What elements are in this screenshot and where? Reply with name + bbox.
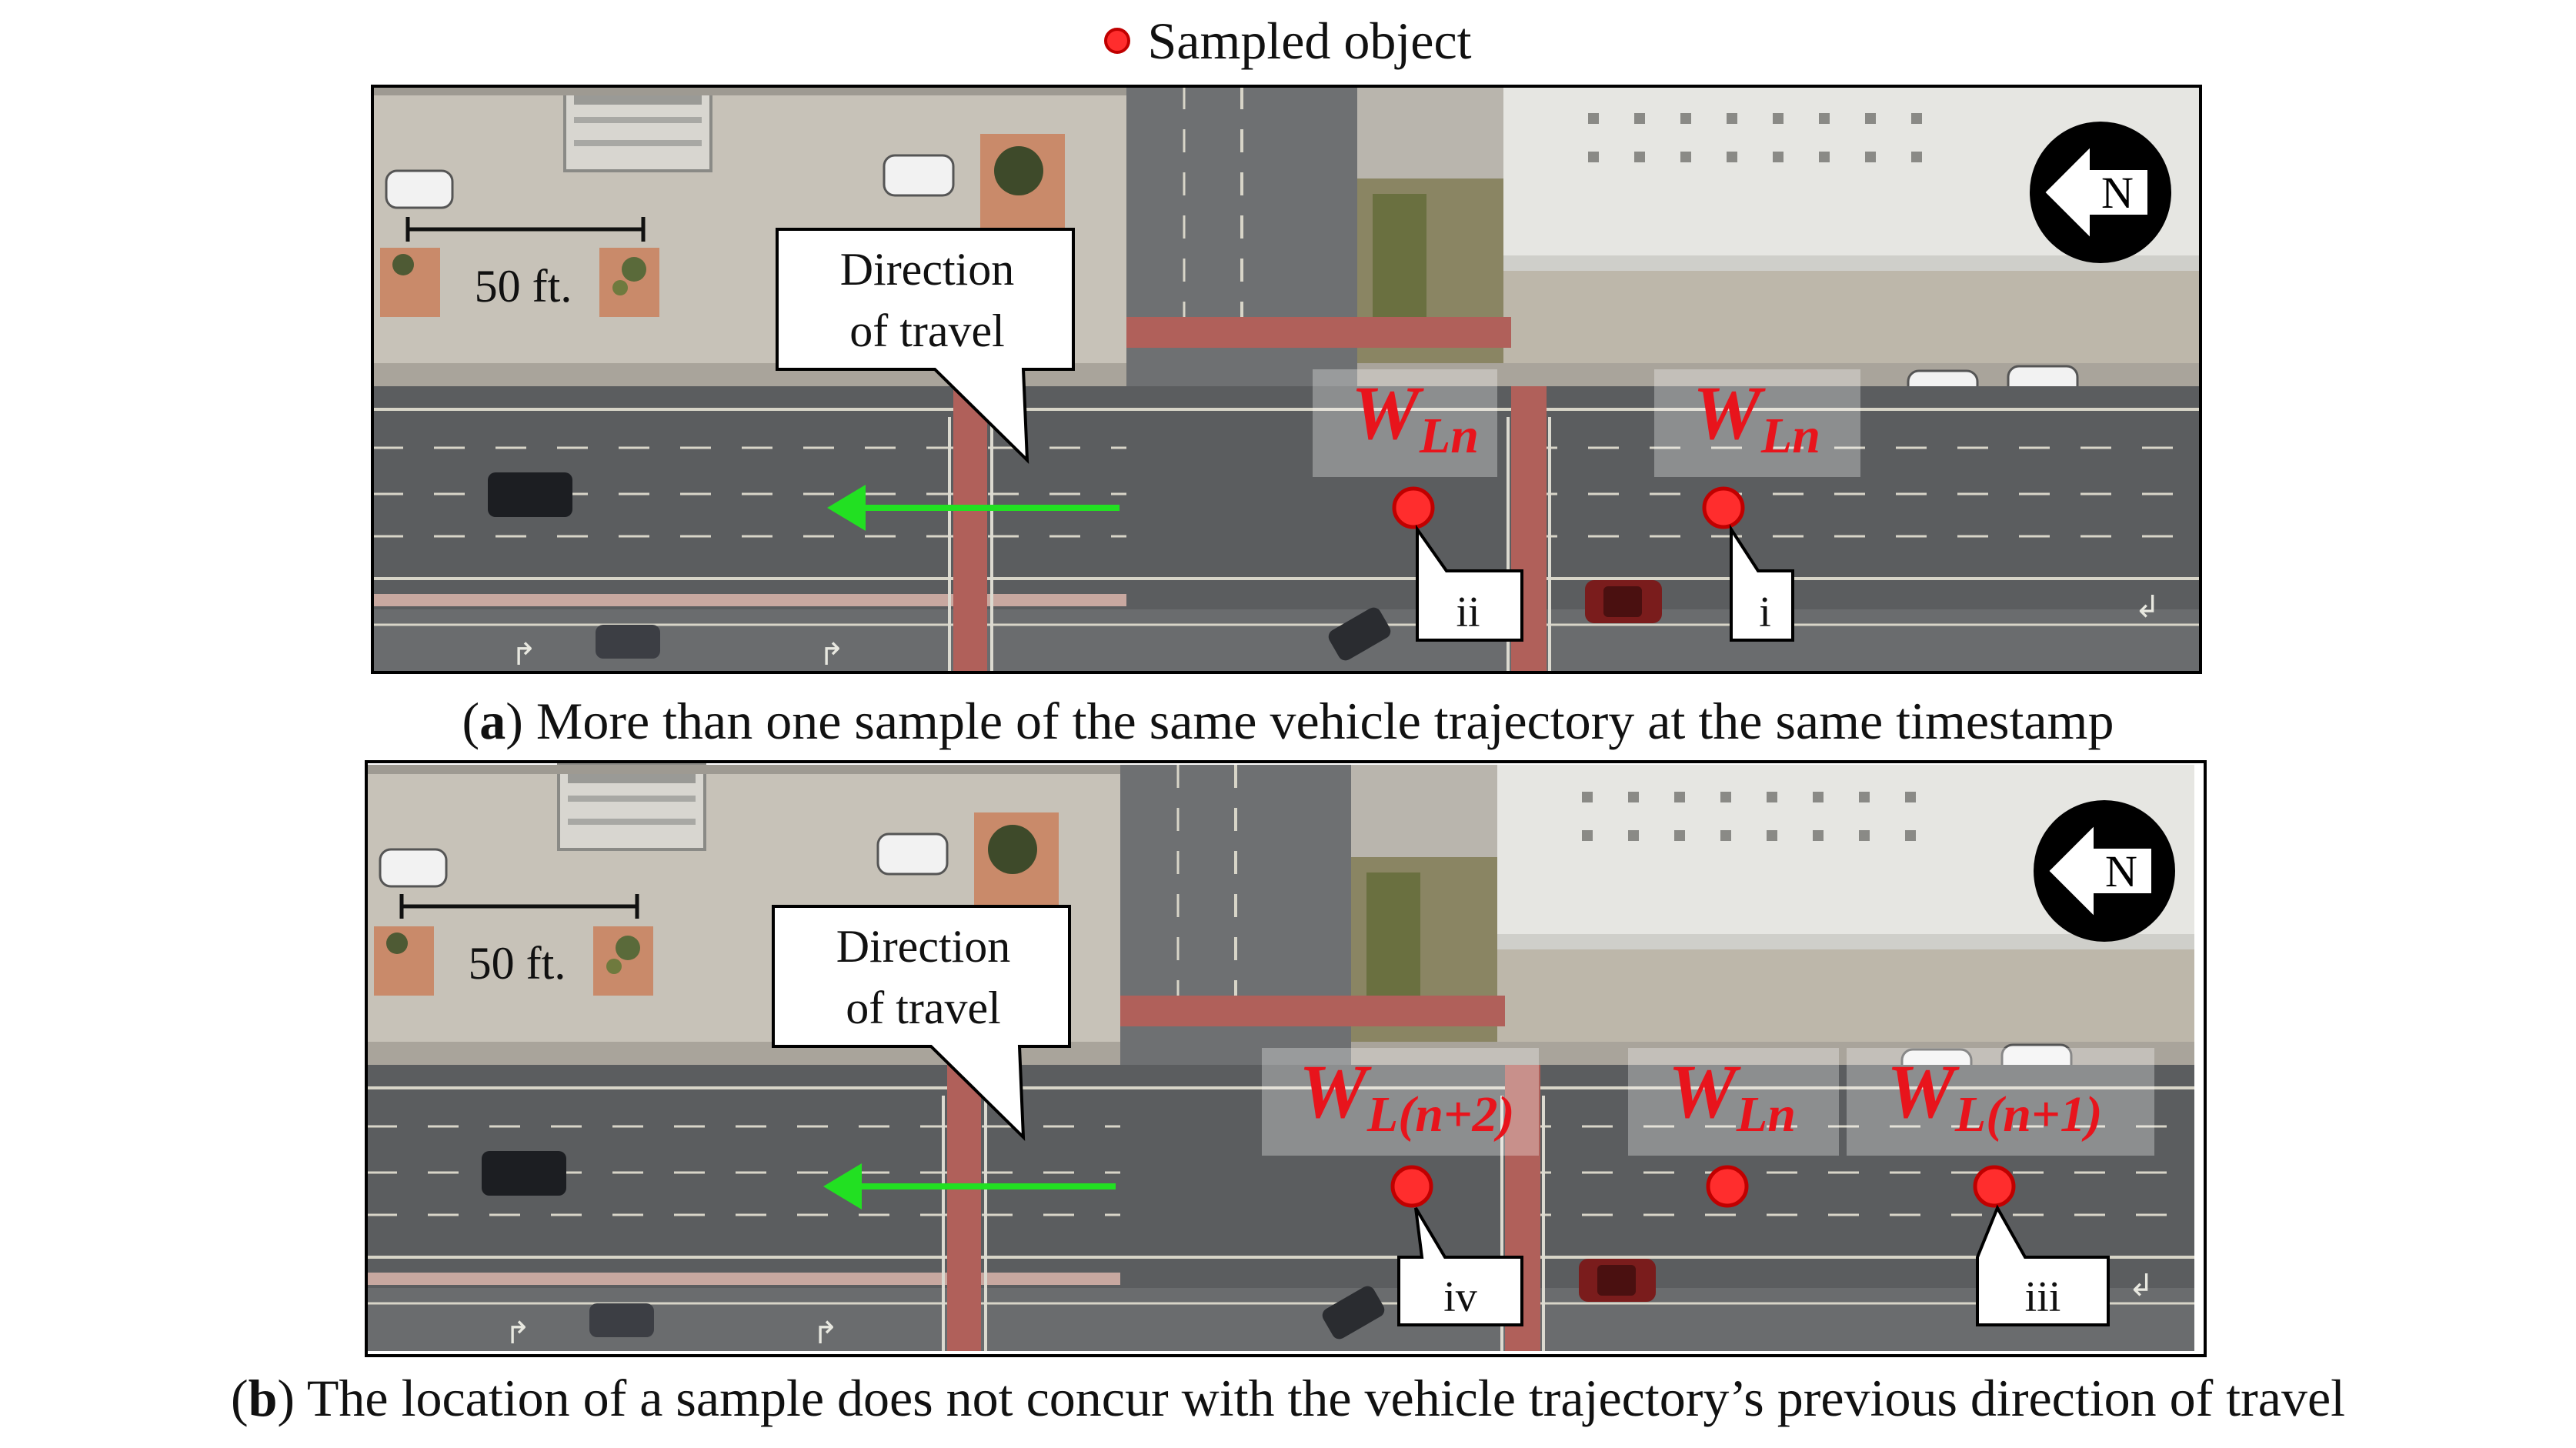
sample-label-a-2: WLn xyxy=(1654,369,1860,477)
label-main-a-2: W xyxy=(1693,370,1766,455)
caption-text-a: More than one sample of the same vehicle… xyxy=(536,692,2114,750)
north-label-b: N xyxy=(2105,846,2137,896)
label-main-b-2: W xyxy=(1668,1049,1741,1134)
sample-dot-iv xyxy=(1390,1165,1433,1208)
caption-letter-b: b xyxy=(248,1369,278,1427)
label-sub-b-2: Ln xyxy=(1736,1086,1796,1143)
marker-label-iv: iv xyxy=(1443,1273,1477,1321)
scale-label-b: 50 ft. xyxy=(469,938,566,989)
sample-label-a-1: WLn xyxy=(1313,369,1497,477)
sample-dot-n xyxy=(1706,1165,1749,1208)
label-sub-b-1: L(n+2) xyxy=(1366,1086,1515,1143)
legend-label: Sampled object xyxy=(1147,11,1472,70)
panel-b: 50 ft. Direction of travel N xyxy=(365,760,2207,1357)
sample-label-b-3: WL(n+1) xyxy=(1847,1048,2154,1156)
label-sub-b-3: L(n+1) xyxy=(1954,1086,2103,1143)
sample-label-b-1: WL(n+2) xyxy=(1262,1048,1539,1156)
sample-label-b-2: WLn xyxy=(1628,1048,1839,1156)
svg-text:WLn: WLn xyxy=(1668,1049,1796,1143)
sample-dot-ii xyxy=(1392,486,1435,529)
direction-callout-b: Direction of travel xyxy=(772,905,1071,1141)
north-compass-b: N xyxy=(2033,799,2176,943)
direction-callout-a: Direction of travel xyxy=(776,228,1075,464)
sampled-object-dot xyxy=(1104,28,1131,54)
north-label-a: N xyxy=(2101,168,2134,218)
direction-line1-b: Direction xyxy=(836,921,1011,972)
direction-line2-b: of travel xyxy=(846,983,1001,1033)
marker-callout-ii: ii xyxy=(1416,524,1523,642)
label-sub-a-2: Ln xyxy=(1760,408,1820,464)
svg-text:WLn: WLn xyxy=(1351,370,1479,464)
svg-text:WL(n+1): WL(n+1) xyxy=(1887,1049,2103,1143)
marker-label-i: i xyxy=(1759,589,1771,636)
scale-bar-b: 50 ft. xyxy=(399,894,639,989)
svg-text:WLn: WLn xyxy=(1693,370,1820,464)
sample-dot-i xyxy=(1702,486,1745,529)
direction-arrow-b xyxy=(823,1163,1116,1209)
direction-line2-a: of travel xyxy=(849,305,1005,356)
caption-a: (a) More than one sample of the same veh… xyxy=(462,692,2114,750)
panel-a: 50 ft. Direction of travel N xyxy=(371,85,2202,674)
label-main-b-1: W xyxy=(1299,1049,1372,1134)
sample-dot-iii xyxy=(1973,1165,2016,1208)
caption-b: (b) The location of a sample does not co… xyxy=(230,1369,2346,1427)
label-main-a-1: W xyxy=(1351,370,1424,455)
marker-label-ii: ii xyxy=(1456,589,1480,636)
label-sub-a-1: Ln xyxy=(1419,408,1479,464)
svg-text:WL(n+2): WL(n+2) xyxy=(1299,1049,1515,1143)
direction-line1-a: Direction xyxy=(840,244,1015,295)
north-compass-a: N xyxy=(2029,121,2172,264)
scale-label-a: 50 ft. xyxy=(475,261,572,312)
direction-arrow-a xyxy=(827,485,1119,531)
caption-text-b: The location of a sample does not concur… xyxy=(306,1369,2346,1427)
marker-callout-i: i xyxy=(1730,524,1794,642)
legend: Sampled object xyxy=(0,6,2576,75)
label-main-b-3: W xyxy=(1887,1049,1960,1134)
marker-label-iii: iii xyxy=(2025,1273,2061,1321)
marker-callout-iii: iii xyxy=(1976,1204,2110,1326)
caption-letter-a: a xyxy=(479,692,506,750)
scale-bar-a: 50 ft. xyxy=(405,217,646,312)
marker-callout-iv: iv xyxy=(1397,1206,1523,1326)
